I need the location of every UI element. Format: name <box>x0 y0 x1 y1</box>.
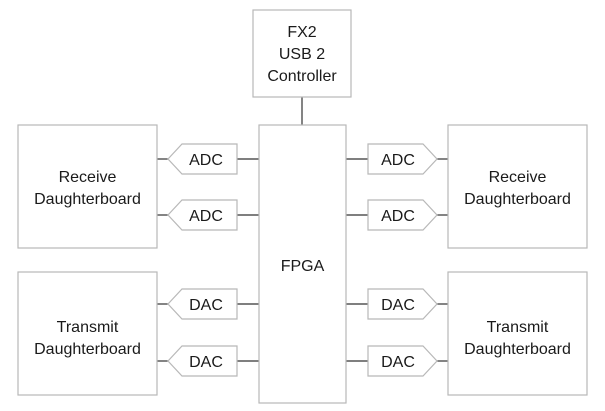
transmit-daughterboard-right-line-1: Transmit <box>487 319 549 336</box>
dac-left-2-label: DAC <box>189 354 223 371</box>
dac-right-1: DAC <box>367 288 438 320</box>
adc-right-2-label: ADC <box>381 208 415 225</box>
transmit-daughterboard-left: Transmit Daughterboard <box>17 271 158 396</box>
dac-right-2: DAC <box>367 345 438 377</box>
receive-daughterboard-right: Receive Daughterboard <box>447 124 588 249</box>
usb-controller-line-3: Controller <box>267 68 337 85</box>
transmit-daughterboard-right: Transmit Daughterboard <box>447 271 588 396</box>
adc-left-1-label: ADC <box>189 152 223 169</box>
dac-right-2-label: DAC <box>381 354 415 371</box>
transmit-daughterboard-left-line-2: Daughterboard <box>34 341 141 358</box>
receive-daughterboard-left-line-2: Daughterboard <box>34 191 141 208</box>
adc-left-2-label: ADC <box>189 208 223 225</box>
transmit-daughterboard-left-line-1: Transmit <box>57 319 119 336</box>
receive-daughterboard-left-line-1: Receive <box>59 169 117 186</box>
adc-right-1-label: ADC <box>381 152 415 169</box>
receive-daughterboard-right-line-1: Receive <box>489 169 547 186</box>
dac-left-2: DAC <box>167 345 238 377</box>
usb-controller-line-1: FX2 <box>287 24 316 41</box>
dac-left-1-label: DAC <box>189 297 223 314</box>
fpga-block: FPGA <box>258 124 347 404</box>
adc-left-2: ADC <box>167 199 238 231</box>
transmit-daughterboard-right-line-2: Daughterboard <box>464 341 571 358</box>
fpga-label: FPGA <box>281 258 325 275</box>
dac-right-1-label: DAC <box>381 297 415 314</box>
adc-right-1: ADC <box>367 143 438 175</box>
dac-left-1: DAC <box>167 288 238 320</box>
adc-right-2: ADC <box>367 199 438 231</box>
receive-daughterboard-left: Receive Daughterboard <box>17 124 158 249</box>
receive-daughterboard-right-line-2: Daughterboard <box>464 191 571 208</box>
usb-controller-line-2: USB 2 <box>279 46 325 63</box>
adc-left-1: ADC <box>167 143 238 175</box>
usb-controller-block: FX2 USB 2 Controller <box>252 9 352 98</box>
